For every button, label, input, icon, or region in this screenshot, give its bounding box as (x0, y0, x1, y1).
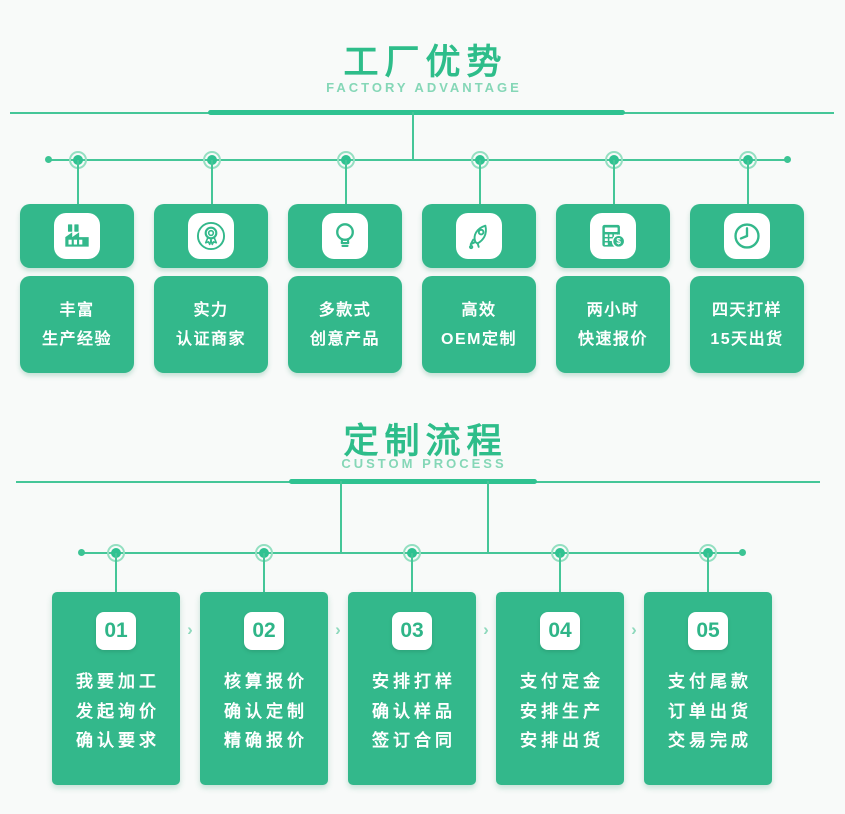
advantage-card-label: 实力 认证商家 (154, 276, 268, 373)
step-number-badge: 03 (392, 612, 432, 650)
step-line: 支付定金 (520, 672, 604, 691)
advantage-icon-box (288, 204, 402, 268)
step-line: 核算报价 (224, 672, 308, 691)
advantage-card-label: 两小时 快速报价 (556, 276, 670, 373)
chevron-right-icon: › (335, 620, 341, 639)
factory-icon (54, 213, 100, 259)
advantage-line: 多款式 (318, 301, 372, 319)
bulb-icon (322, 213, 368, 259)
step-number: 04 (548, 619, 572, 642)
step-card-label: 核算报价 确认定制 精确报价 (220, 667, 308, 756)
advantage-card-label: 四天打样 15天出货 (690, 276, 804, 373)
section-subtitle-factory-advantage: FACTORY ADVANTAGE (326, 80, 522, 95)
advantage-card-label: 丰富 生产经验 (20, 276, 134, 373)
chevron-right-icon: › (187, 620, 193, 639)
step-card-01: 01 我要加工 发起询价 确认要求 (52, 592, 180, 785)
step-line: 安排生产 (520, 701, 604, 721)
advantage-line: 四天打样 (711, 301, 782, 319)
step-number-badge: 01 (96, 612, 136, 650)
step-line: 安排打样 (372, 672, 456, 691)
step-number: 02 (252, 619, 276, 642)
step-number-badge: 04 (540, 612, 580, 650)
rocket-icon (456, 213, 502, 259)
step-line: 确认样品 (372, 701, 456, 721)
step-number-badge: 05 (688, 612, 728, 650)
clock-icon (724, 213, 770, 259)
advantage-icon-box (20, 204, 134, 268)
step-card-label: 安排打样 确认样品 签订合同 (368, 667, 456, 756)
line-end-dot (78, 549, 85, 556)
advantage-icon-box: $ (556, 204, 670, 268)
step-line: 发起询价 (76, 701, 160, 721)
step-line: 交易完成 (668, 731, 752, 750)
advantage-line: 生产经验 (41, 330, 112, 348)
connector-line (211, 160, 213, 205)
svg-text:$: $ (616, 237, 621, 246)
section-title-custom-process: 定制流程 (343, 422, 508, 461)
advantage-card-label: 多款式 创意产品 (288, 276, 402, 373)
advantage-line: 创意产品 (309, 330, 380, 348)
advantage-line: 高效 (461, 301, 497, 319)
step-card-label: 支付尾款 订单出货 交易完成 (664, 667, 752, 756)
connector-line (479, 160, 481, 205)
step-card-label: 支付定金 安排生产 安排出货 (516, 667, 604, 756)
step-line: 确认要求 (76, 731, 160, 750)
advantage-line: 认证商家 (175, 330, 246, 348)
connector-line (412, 112, 414, 160)
step-card-03: 03 安排打样 确认样品 签订合同 (348, 592, 476, 785)
step-number: 01 (104, 619, 128, 642)
connector-line (487, 481, 489, 553)
step-line: 支付尾款 (668, 672, 752, 691)
advantage-line: 实力 (193, 301, 229, 319)
step-line: 订单出货 (668, 701, 752, 721)
line-end-dot (739, 549, 746, 556)
advantage-icon-box (422, 204, 536, 268)
connector-line (613, 160, 615, 205)
chevron-right-icon: › (483, 620, 489, 639)
step-number: 05 (696, 619, 720, 642)
advantage-icon-box (154, 204, 268, 268)
advantage-line: 两小时 (586, 301, 640, 319)
divider-accent-bar (208, 110, 625, 115)
divider-accent-bar (289, 479, 537, 484)
step-card-05: 05 支付尾款 订单出货 交易完成 (644, 592, 772, 785)
medal-icon (188, 213, 234, 259)
connector-line (345, 160, 347, 205)
section-title-factory-advantage: 工厂优势 (343, 43, 508, 82)
connector-line (115, 553, 117, 593)
calculator-icon: $ (590, 213, 636, 259)
connector-line (49, 159, 788, 161)
step-card-02: 02 核算报价 确认定制 精确报价 (200, 592, 328, 785)
advantage-icon-box (690, 204, 804, 268)
connector-line (747, 160, 749, 205)
connector-line (707, 553, 709, 593)
step-card-label: 我要加工 发起询价 确认要求 (72, 667, 160, 756)
step-line: 确认定制 (224, 701, 308, 721)
step-number: 03 (400, 619, 424, 642)
line-end-dot (784, 156, 791, 163)
step-card-04: 04 支付定金 安排生产 安排出货 (496, 592, 624, 785)
connector-line (559, 553, 561, 593)
connector-line (411, 553, 413, 593)
connector-line (77, 160, 79, 205)
step-line: 我要加工 (76, 672, 160, 691)
chevron-right-icon: › (631, 620, 637, 639)
advantage-card-label: 高效 OEM定制 (422, 276, 536, 373)
advantage-line: 15天出货 (710, 330, 784, 348)
line-end-dot (45, 156, 52, 163)
connector-line (263, 553, 265, 593)
step-line: 签订合同 (372, 731, 456, 750)
section-subtitle-custom-process: CUSTOM PROCESS (341, 456, 507, 471)
advantage-line: OEM定制 (441, 330, 517, 348)
step-line: 精确报价 (224, 731, 308, 750)
advantage-line: 快速报价 (577, 330, 648, 348)
advantage-line: 丰富 (59, 301, 95, 319)
step-line: 安排出货 (520, 731, 604, 750)
step-number-badge: 02 (244, 612, 284, 650)
connector-line (340, 481, 342, 553)
